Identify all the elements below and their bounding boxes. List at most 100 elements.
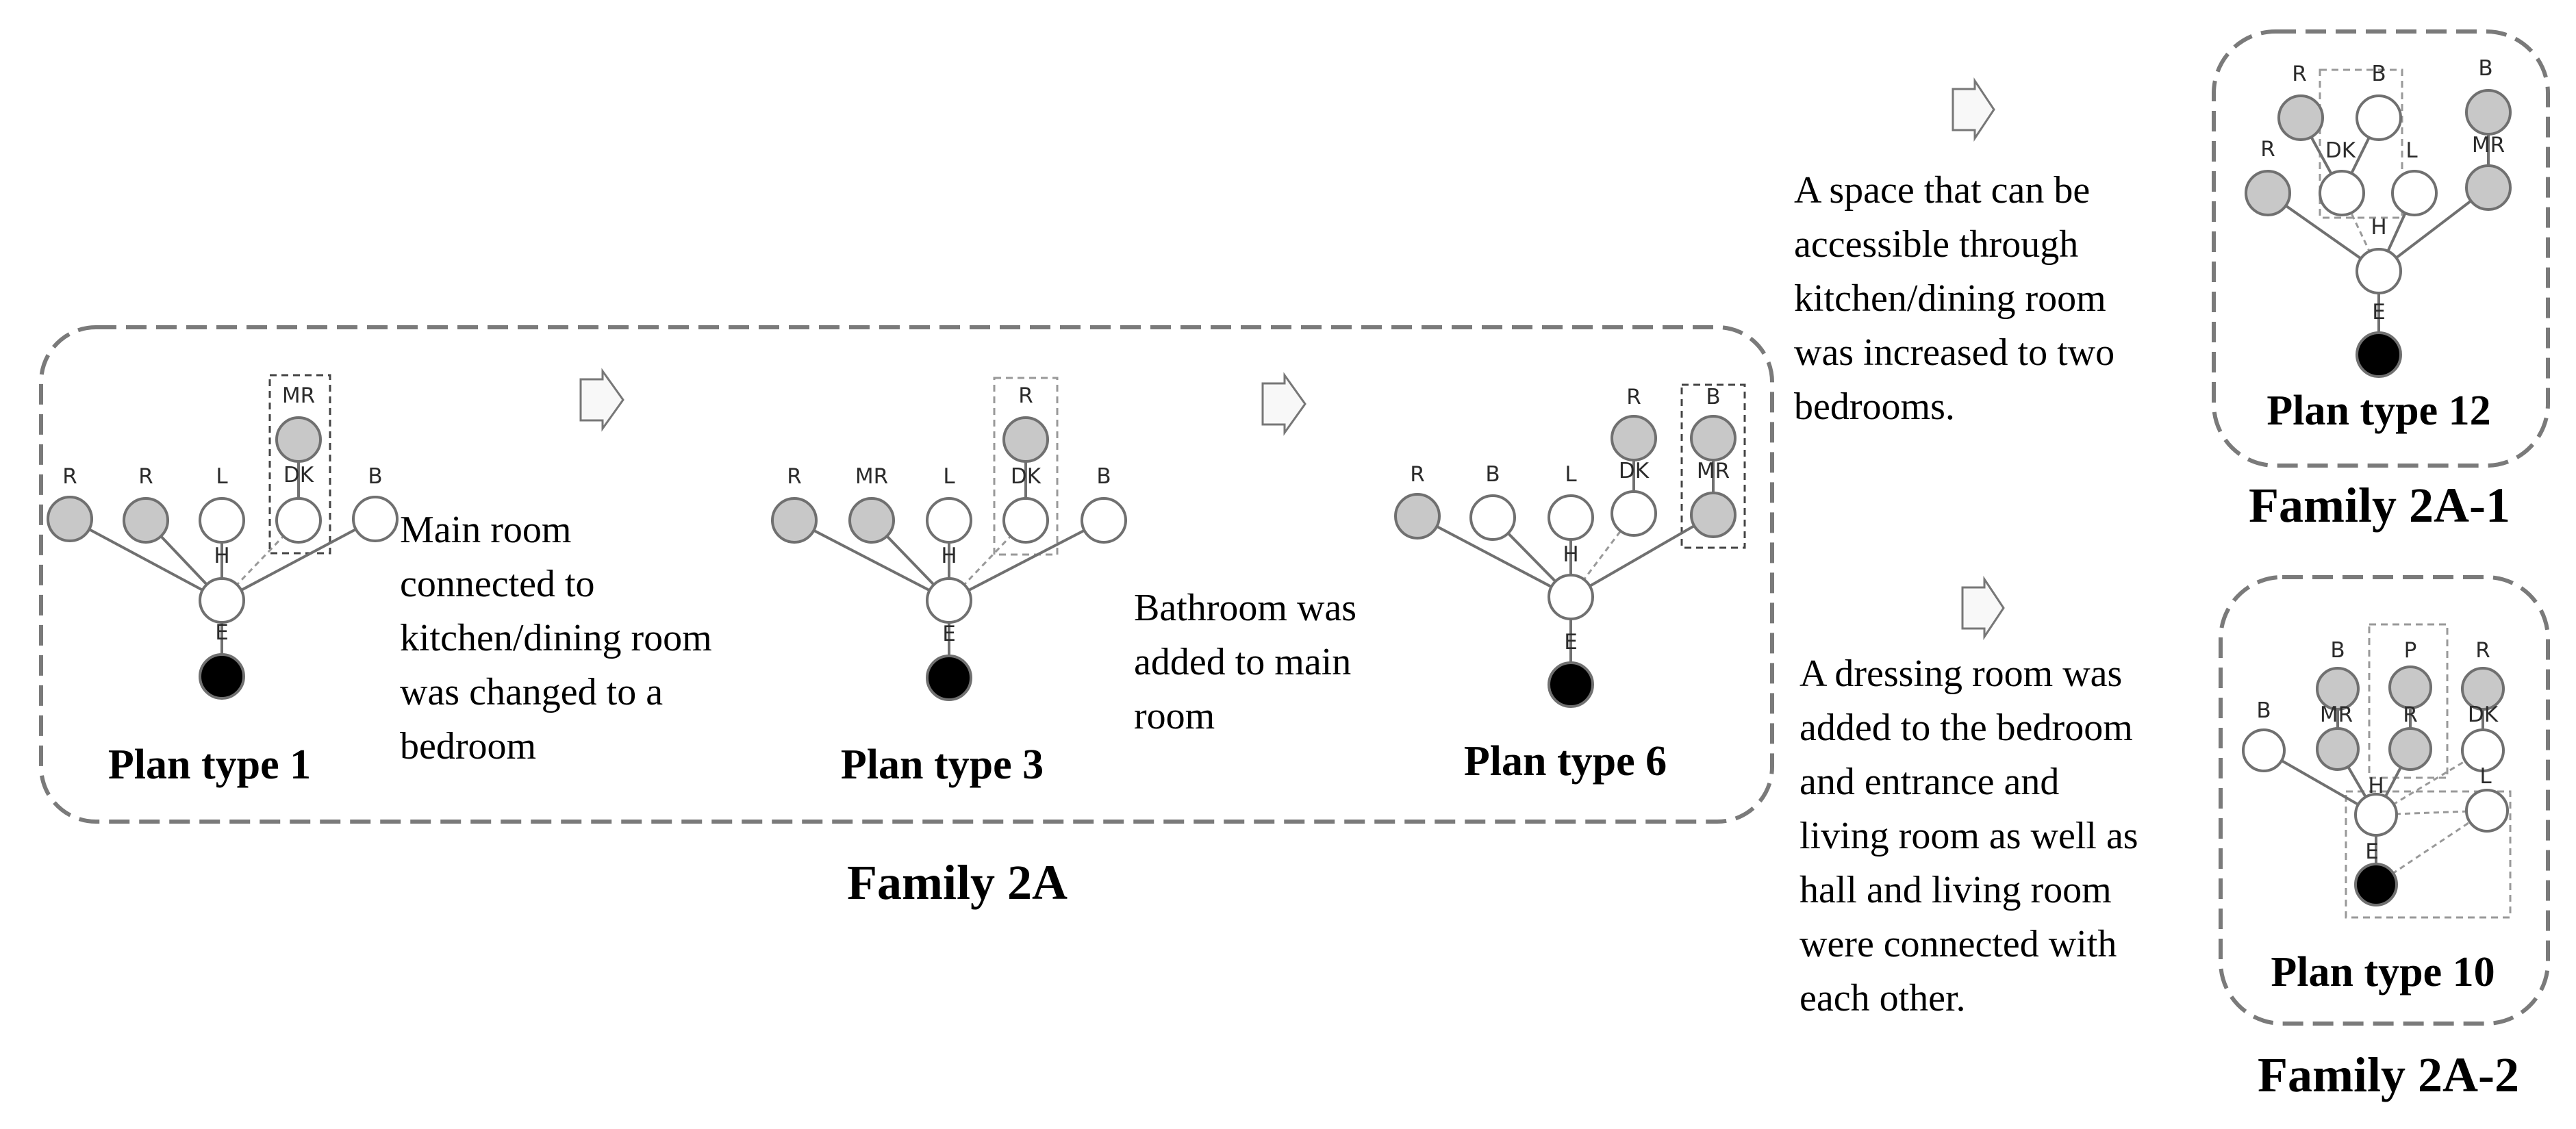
node-label: DK [2468,702,2499,727]
node-label: B [1485,462,1500,487]
node-l [2391,170,2438,216]
plan-12-frame [2212,29,2550,468]
node-label: DK [1619,459,1650,483]
node-b [1690,415,1737,461]
node-r [123,497,169,544]
node-e [199,653,245,700]
node-label: DK [283,463,314,487]
plan-type-6-graph: R B L DK R MR B H E [1394,383,1746,708]
plan-title: Plan type 10 [2271,949,2495,995]
description-line: room [1134,695,1215,737]
node-label: B [368,464,382,489]
highlight-box [2319,68,2403,219]
node-label: B [2330,638,2345,663]
node-label: R [2475,638,2490,663]
description-line: kitchen/dining room [400,617,712,659]
node-l [199,497,245,544]
node-b [1081,497,1127,544]
description-line: bedrooms. [1794,385,1955,428]
edge [221,518,376,602]
description-line: was changed to a [400,671,663,713]
plan-type-3-graph: R MR L DK R B H E [771,377,1127,701]
family-title: Family 2A [847,855,1068,910]
node-b [2465,89,2512,136]
description-line: were connected with [1800,923,2117,965]
node-label: H [214,544,229,568]
arrow-icon [1961,576,2005,640]
node-label: MR [2472,133,2505,157]
description-line: and entrance and [1800,761,2059,803]
node-label: R [62,464,77,489]
edge [948,519,1104,602]
node-h [2356,248,2402,294]
node-h [2354,793,2398,837]
plan-type-1-graph: R R L DK MR B H E [47,374,399,700]
node-p [2388,665,2432,709]
node-label: L [1565,462,1577,487]
node-r [1002,416,1049,463]
node-label: L [2479,764,2492,789]
node-label: R [1410,462,1425,487]
description-line: added to the bedroom [1800,707,2133,749]
node-b [352,496,399,542]
family-title: Family 2A-2 [2258,1048,2519,1102]
node-l [1548,494,1594,541]
node-e [2356,331,2402,378]
arrow-icon [1952,77,1995,142]
arrow-icon [579,368,624,432]
node-label: MR [1697,459,1730,483]
edge [1570,513,1714,598]
node-label: MR [855,464,888,489]
description-line: was increased to two [1794,331,2114,374]
node-label: B [2256,698,2271,723]
node-dk [275,497,322,544]
edge [69,518,223,602]
node-h [1548,574,1594,620]
description-line: connected to [400,563,595,605]
description-line: living room as well as [1800,815,2138,857]
node-r [2461,667,2505,711]
description-line: A space that can be [1794,169,2090,212]
node-h [199,577,245,624]
node-r [1394,493,1441,540]
node-label: B [2478,56,2492,81]
node-label: R [787,464,802,489]
description-line: Main room [400,509,571,551]
node-label: R [2260,137,2275,162]
node-label: B [1706,385,1720,409]
node-h [926,577,972,624]
plan-title: Plan type 6 [1464,738,1667,785]
node-label: MR [282,383,315,408]
arrow-icon [1261,372,1306,436]
node-r [1611,415,1657,461]
node-b [2242,728,2286,772]
node-label: B [1096,464,1111,489]
node-label: MR [2320,702,2353,727]
description-line: A dressing room was [1800,652,2122,695]
plan-title: Plan type 1 [108,741,311,788]
family-2a-frame [39,325,1774,824]
description-line: each other. [1800,977,1966,1019]
node-label: R [138,464,153,489]
edge [1417,515,1571,598]
node-l [926,497,972,544]
description-plan-1-to-3: Main room connected to kitchen/dining ro… [400,509,722,768]
plan-type-10-graph: B B MR P R R DK L H E [2242,623,2512,919]
plan-title: Plan type 12 [2266,388,2490,434]
node-r [2388,727,2432,771]
node-mr [275,416,322,463]
description-line: bedroom [400,725,536,768]
description-line: hall and living room [1800,869,2112,911]
node-label: R [2292,62,2307,86]
edge [794,519,950,602]
node-label: DK [1011,464,1041,489]
node-mr [1690,492,1737,538]
node-dk [1002,497,1049,544]
description-line: accessible through [1794,223,2078,266]
highlight-box [2368,623,2449,779]
description-plan-3-to-6: Bathroom was added to main room [1134,587,1366,737]
node-label: H [1563,542,1578,567]
node-label: E [1564,630,1578,655]
plan-type-12-graph: R R DK B L MR B H E [2245,56,2512,378]
highlight-box [268,374,331,555]
